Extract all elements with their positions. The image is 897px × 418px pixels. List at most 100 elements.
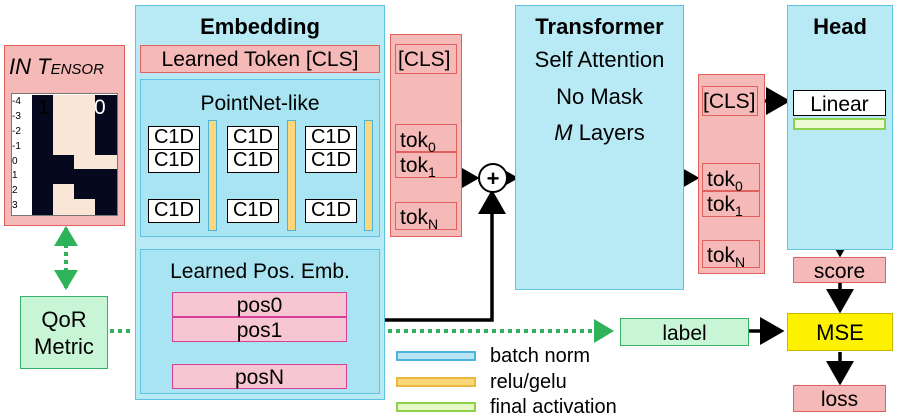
- transformer-layers-var: M: [554, 120, 573, 145]
- tensor-cell: [95, 169, 117, 185]
- loss-box: loss: [793, 385, 886, 412]
- input-cls-token: [CLS]: [395, 44, 457, 74]
- tensor-row-label: -3: [12, 110, 21, 122]
- input-tokN: tokN: [395, 202, 457, 231]
- mse-box: MSE: [787, 313, 893, 351]
- tensor-cell: [32, 184, 54, 200]
- tensor-cell: [53, 154, 75, 170]
- output-tok0-label: tok0: [707, 169, 743, 193]
- tok-base: tok: [400, 129, 429, 152]
- tensor-cell: [53, 199, 75, 215]
- transformer-title: Transformer: [535, 14, 664, 39]
- score-box: score: [793, 257, 886, 283]
- tok-base: tok: [707, 244, 736, 267]
- tensor-cell: [95, 184, 117, 200]
- tensor-cell: [32, 199, 54, 215]
- pos-emb-title: Learned Pos. Emb.: [170, 260, 350, 283]
- tensor-cell: [95, 109, 117, 126]
- norm-activation-bar: [364, 120, 373, 231]
- qor-metric-box: QoR Metric: [20, 296, 108, 369]
- norm-activation-bar: [287, 120, 296, 231]
- transformer-box: Transformer Self Attention No Mask M Lay…: [515, 5, 684, 290]
- pos-item-label: pos1: [236, 319, 283, 342]
- legend-label-batch-norm: batch norm: [490, 345, 591, 367]
- tensor-cell: [95, 139, 117, 155]
- pos-item: pos1: [172, 317, 347, 342]
- c1d-block: C1D: [305, 199, 357, 223]
- tensor-cell: [53, 95, 75, 111]
- in-tensor-col-label-0: 0: [94, 96, 106, 119]
- transformer-layers-rest: Layers: [572, 120, 645, 145]
- input-tok0: tok0: [395, 124, 457, 154]
- tensor-cell: [74, 95, 96, 111]
- pointnet-title: PointNet-like: [200, 92, 320, 115]
- tensor-cell: [53, 109, 75, 126]
- tok-sub: 0: [428, 139, 436, 156]
- qor-line1: QoR: [41, 307, 87, 332]
- tensor-cell: [53, 139, 75, 155]
- in-tensor-title: IN Tensor: [9, 56, 104, 78]
- tok-sub: 0: [735, 178, 743, 195]
- score-label: score: [813, 260, 866, 283]
- plus-symbol: +: [486, 166, 500, 191]
- pos-item: posN: [172, 364, 347, 389]
- plus-node: +: [478, 163, 508, 193]
- norm-activation-bar: [208, 120, 217, 231]
- tok-base: tok: [400, 206, 429, 229]
- tensor-row-label: -1: [12, 140, 21, 152]
- input-tok1-label: tok1: [400, 155, 436, 179]
- legend-label-activation: relu/gelu: [490, 371, 567, 393]
- pos-item: pos0: [172, 292, 347, 317]
- legend-swatch-final-activation: [396, 402, 476, 412]
- output-tokN-label: tokN: [707, 245, 745, 269]
- input-tok0-label: tok0: [400, 130, 436, 154]
- tensor-row-label: -2: [12, 125, 21, 137]
- linear-label: Linear: [810, 93, 869, 116]
- qor-line2: Metric: [34, 334, 94, 359]
- learned-cls-token-label: Learned Token [CLS]: [161, 48, 359, 71]
- tensor-cell: [32, 154, 54, 170]
- c1d-block: C1D: [227, 149, 279, 173]
- tensor-cell: [74, 199, 96, 215]
- label-text: label: [662, 322, 707, 345]
- tensor-cell: [32, 124, 54, 141]
- c1d-block: C1D: [148, 149, 200, 173]
- tok-sub: 1: [735, 203, 743, 220]
- embedding-title: Embedding: [200, 14, 320, 39]
- tensor-cell: [53, 184, 75, 200]
- output-cls-label: [CLS]: [703, 90, 756, 113]
- tensor-cell: [74, 169, 96, 185]
- tensor-row-label: 1: [12, 170, 18, 182]
- tensor-cell: [74, 124, 96, 141]
- mse-label: MSE: [816, 320, 864, 345]
- tensor-cell: [74, 184, 96, 200]
- input-tok1: tok1: [395, 152, 457, 179]
- tensor-cell: [74, 109, 96, 126]
- tensor-cell: [74, 154, 96, 170]
- tensor-cell: [53, 124, 75, 141]
- c1d-block: C1D: [148, 199, 200, 223]
- output-tokN: tokN: [702, 240, 760, 269]
- output-cls-token: [CLS]: [702, 86, 758, 116]
- in-tensor-heatmap: [32, 95, 117, 215]
- output-tok1-label: tok1: [707, 194, 743, 218]
- tok-sub: N: [428, 216, 439, 233]
- input-cls-label: [CLS]: [398, 48, 451, 71]
- pos-to-plus-arrow: [377, 189, 506, 322]
- pos-item-label: posN: [234, 366, 285, 389]
- transformer-line1: Self Attention: [534, 47, 665, 72]
- tok-sub: 1: [428, 164, 436, 181]
- legend-swatch-activation: [396, 377, 476, 387]
- transformer-line2: No Mask: [556, 84, 643, 109]
- output-tok0: tok0: [702, 163, 760, 193]
- tensor-cell: [95, 124, 117, 141]
- tok-base: tok: [707, 193, 736, 216]
- pos-item-label: pos0: [236, 294, 283, 317]
- tensor-cell: [32, 169, 54, 185]
- tensor-cell: [53, 169, 75, 185]
- c1d-block: C1D: [148, 126, 200, 150]
- input-tokN-label: tokN: [400, 207, 438, 231]
- tensor-row-label: 0: [12, 155, 18, 167]
- tensor-cell: [74, 139, 96, 155]
